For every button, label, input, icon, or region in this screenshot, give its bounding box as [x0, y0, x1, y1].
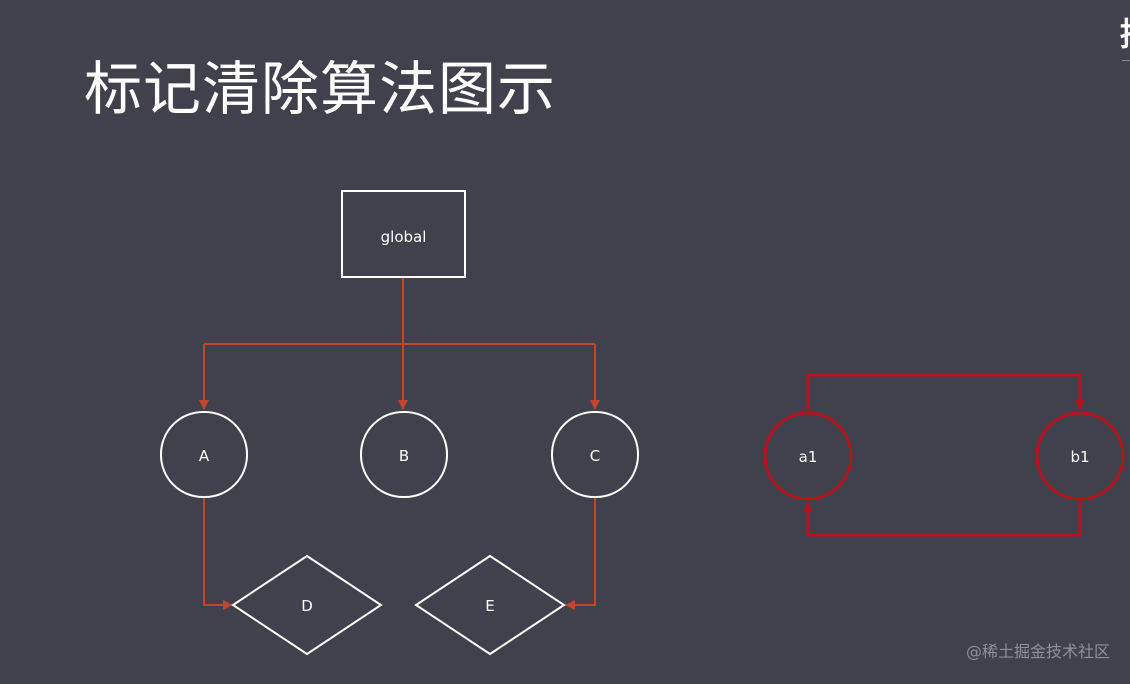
node-c-label: C	[590, 447, 600, 465]
node-b1-label: b1	[1070, 448, 1089, 466]
global-node-label: global	[381, 228, 427, 246]
edge-a-to-d	[203, 497, 233, 610]
node-b1	[1035, 411, 1125, 501]
cut-off-edge-glyph: 拼	[1120, 14, 1130, 54]
edge-divider	[1122, 60, 1130, 61]
node-b	[360, 411, 448, 498]
node-e-label: E	[485, 597, 494, 615]
global-node	[341, 190, 466, 278]
node-d-label: D	[301, 597, 313, 615]
node-a1	[763, 411, 853, 501]
edge-a1-to-b1	[806, 373, 1085, 412]
node-d	[231, 554, 383, 656]
slide-title: 标记清除算法图示	[84, 55, 557, 123]
cycle-edges	[803, 373, 1085, 537]
node-a-label: A	[199, 447, 210, 465]
edge-c-to-e	[565, 497, 596, 610]
node-c	[551, 411, 639, 498]
node-e	[414, 554, 566, 656]
global-reference-edges	[199, 278, 600, 610]
edge-b1-to-a1	[803, 500, 1082, 537]
node-a1-label: a1	[799, 448, 818, 466]
node-b-label: B	[399, 447, 409, 465]
watermark: @稀土掘金技术社区	[965, 642, 1110, 661]
node-a	[160, 411, 248, 498]
